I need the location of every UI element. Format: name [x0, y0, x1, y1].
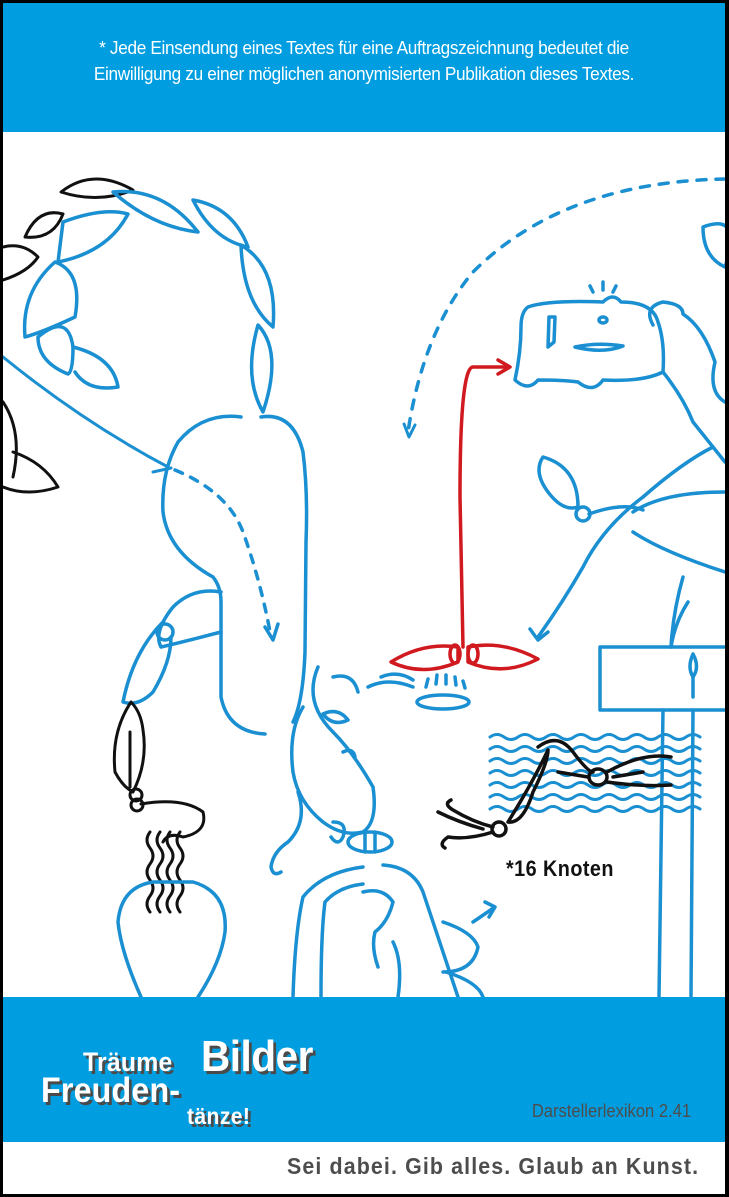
- central-figure-icon: [121, 414, 309, 736]
- ribbon-knot-icon: [436, 738, 673, 850]
- face-icon: [269, 665, 471, 876]
- line-art-illustration: [3, 132, 725, 997]
- logo-word-taenze: tänze!: [187, 1103, 251, 1129]
- tassel-icon: [112, 700, 206, 914]
- logo-traeume-bilder-freudentaenze: Träume Bilder Freuden- tänze!: [41, 1029, 361, 1139]
- vase-icon: [116, 880, 227, 997]
- header-band: * Jede Einsendung eines Textes für eine …: [3, 3, 725, 132]
- disclaimer-text: * Jede Einsendung eines Textes für eine …: [47, 35, 681, 87]
- pointer-line: [3, 355, 170, 469]
- laurel-wreath-icon: [22, 189, 276, 414]
- water-waves-icon: [488, 733, 702, 813]
- footer-band: Träume Bilder Freuden- tänze! Darsteller…: [3, 997, 725, 1142]
- red-bowtie-icon: [389, 358, 540, 672]
- slogan: Sei dabei. Gib alles. Glaub an Kunst.: [286, 1153, 699, 1179]
- figure-body-icon: [291, 830, 497, 997]
- black-leaves-icon: [3, 177, 135, 494]
- knot-caption: *16 Knoten: [506, 856, 614, 881]
- hand-icon: [528, 222, 725, 649]
- catalog-reference: Darstellerlexikon 2.41: [531, 1101, 691, 1121]
- logo-word-bilder: Bilder: [201, 1032, 313, 1081]
- sign-board-icon: [598, 600, 725, 997]
- car-icon: [513, 280, 666, 390]
- dashed-arc-arrow: [406, 177, 725, 434]
- disclaimer-line-1: * Jede Einsendung eines Textes für eine …: [99, 37, 629, 58]
- logo-word-traeume: Träume: [83, 1047, 173, 1077]
- logo-word-freuden: Freuden-: [41, 1071, 181, 1110]
- disclaimer-line-2: Einwilligung zu einer möglichen anonymis…: [93, 63, 635, 84]
